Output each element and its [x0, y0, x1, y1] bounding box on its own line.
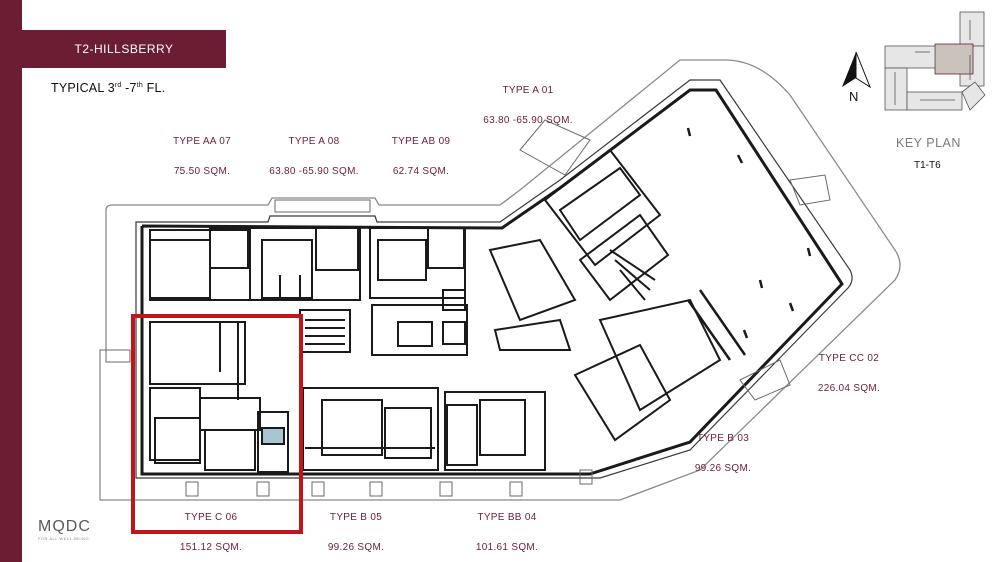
- outer-slab-outline: [99, 59, 901, 501]
- north-arrow-icon: [842, 51, 872, 89]
- unit-walls-bottom: [302, 387, 546, 471]
- building-title: T2-HILLSBERRY: [74, 42, 174, 56]
- unit-label-ab09: TYPE AB 09 62.74 SQM.: [391, 136, 451, 177]
- unit-label-cc02: TYPE CC 02 226.04 SQM.: [817, 353, 881, 394]
- main-walls: [140, 88, 844, 476]
- inner-slab-outline: [135, 79, 853, 479]
- key-plan-subtitle: T1-T6: [914, 160, 941, 171]
- unit-label-b03: TYPE B 03 99.26 SQM.: [694, 433, 752, 474]
- unit-label-bb04: TYPE BB 04 101.61 SQM.: [475, 512, 539, 553]
- unit-label-a01: TYPE A 01 63.80 -65.90 SQM.: [483, 85, 573, 126]
- unit-cc02-interior: [686, 127, 812, 361]
- brand-tagline: FOR ALL WELL-BEING: [38, 536, 90, 541]
- floor-label: TYPICAL 3rd -7th FL.: [51, 81, 166, 95]
- unit-walls-right-wing: [488, 148, 722, 442]
- unit-walls-top-left: [149, 227, 466, 301]
- balconies: [105, 119, 831, 497]
- building-title-banner: T2-HILLSBERRY: [22, 30, 226, 68]
- brand-side-bar: [0, 0, 22, 562]
- north-label: N: [849, 89, 859, 104]
- building-core: [299, 289, 468, 356]
- brand-logo: MQDC: [38, 518, 91, 535]
- key-plan-thumbnail: [884, 11, 986, 111]
- highlight-frame-c06: [131, 314, 303, 534]
- unit-label-c06: TYPE C 06 151.12 SQM.: [179, 512, 243, 553]
- key-plan-title: KEY PLAN: [896, 136, 961, 150]
- unit-walls-c06: [149, 321, 289, 473]
- unit-label-aa07: TYPE AA 07 75.50 SQM.: [172, 136, 232, 177]
- unit-label-a08: TYPE A 08 63.80 -65.90 SQM.: [269, 136, 359, 177]
- unit-label-b05: TYPE B 05 99.26 SQM.: [327, 512, 385, 553]
